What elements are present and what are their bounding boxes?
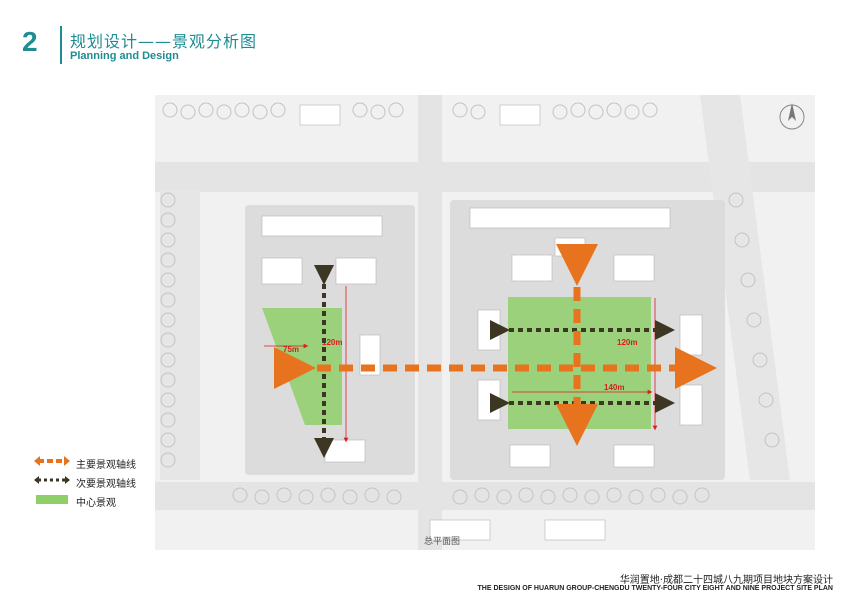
- legend-landscape-label: 中心景观: [76, 498, 116, 509]
- legend-primary-label: 主要景观轴线: [76, 460, 136, 471]
- tree-pattern: [160, 102, 780, 505]
- road-north: [155, 162, 815, 192]
- page-title-en: Planning and Design: [70, 50, 179, 62]
- legend-secondary-label: 次要景观轴线: [76, 479, 136, 490]
- road-west: [160, 190, 200, 480]
- buildings: [261, 104, 703, 541]
- plan-caption: 总平面图: [424, 537, 461, 547]
- footer-title-en: THE DESIGN OF HUARUN GROUP-CHENGDU TWENT…: [477, 585, 833, 592]
- road-east: [700, 95, 790, 480]
- dimension-120m-east: 120m: [617, 338, 637, 347]
- legend-symbols: [34, 456, 70, 504]
- north-arrow-icon: [779, 103, 805, 130]
- section-number: 2: [22, 26, 38, 57]
- legend-landscape-swatch: [36, 495, 68, 504]
- road-south: [155, 482, 815, 510]
- footer-title-zh: 华润置地·成都二十四城八九期项目地块方案设计: [619, 575, 833, 586]
- dimension-75m: 75m: [283, 345, 299, 354]
- primary-axes: [274, 244, 717, 446]
- dimension-140m: 140m: [604, 383, 624, 392]
- page-title-zh: 规划设计——景观分析图: [70, 32, 258, 51]
- road-middle: [418, 95, 442, 550]
- header-divider: [60, 26, 62, 64]
